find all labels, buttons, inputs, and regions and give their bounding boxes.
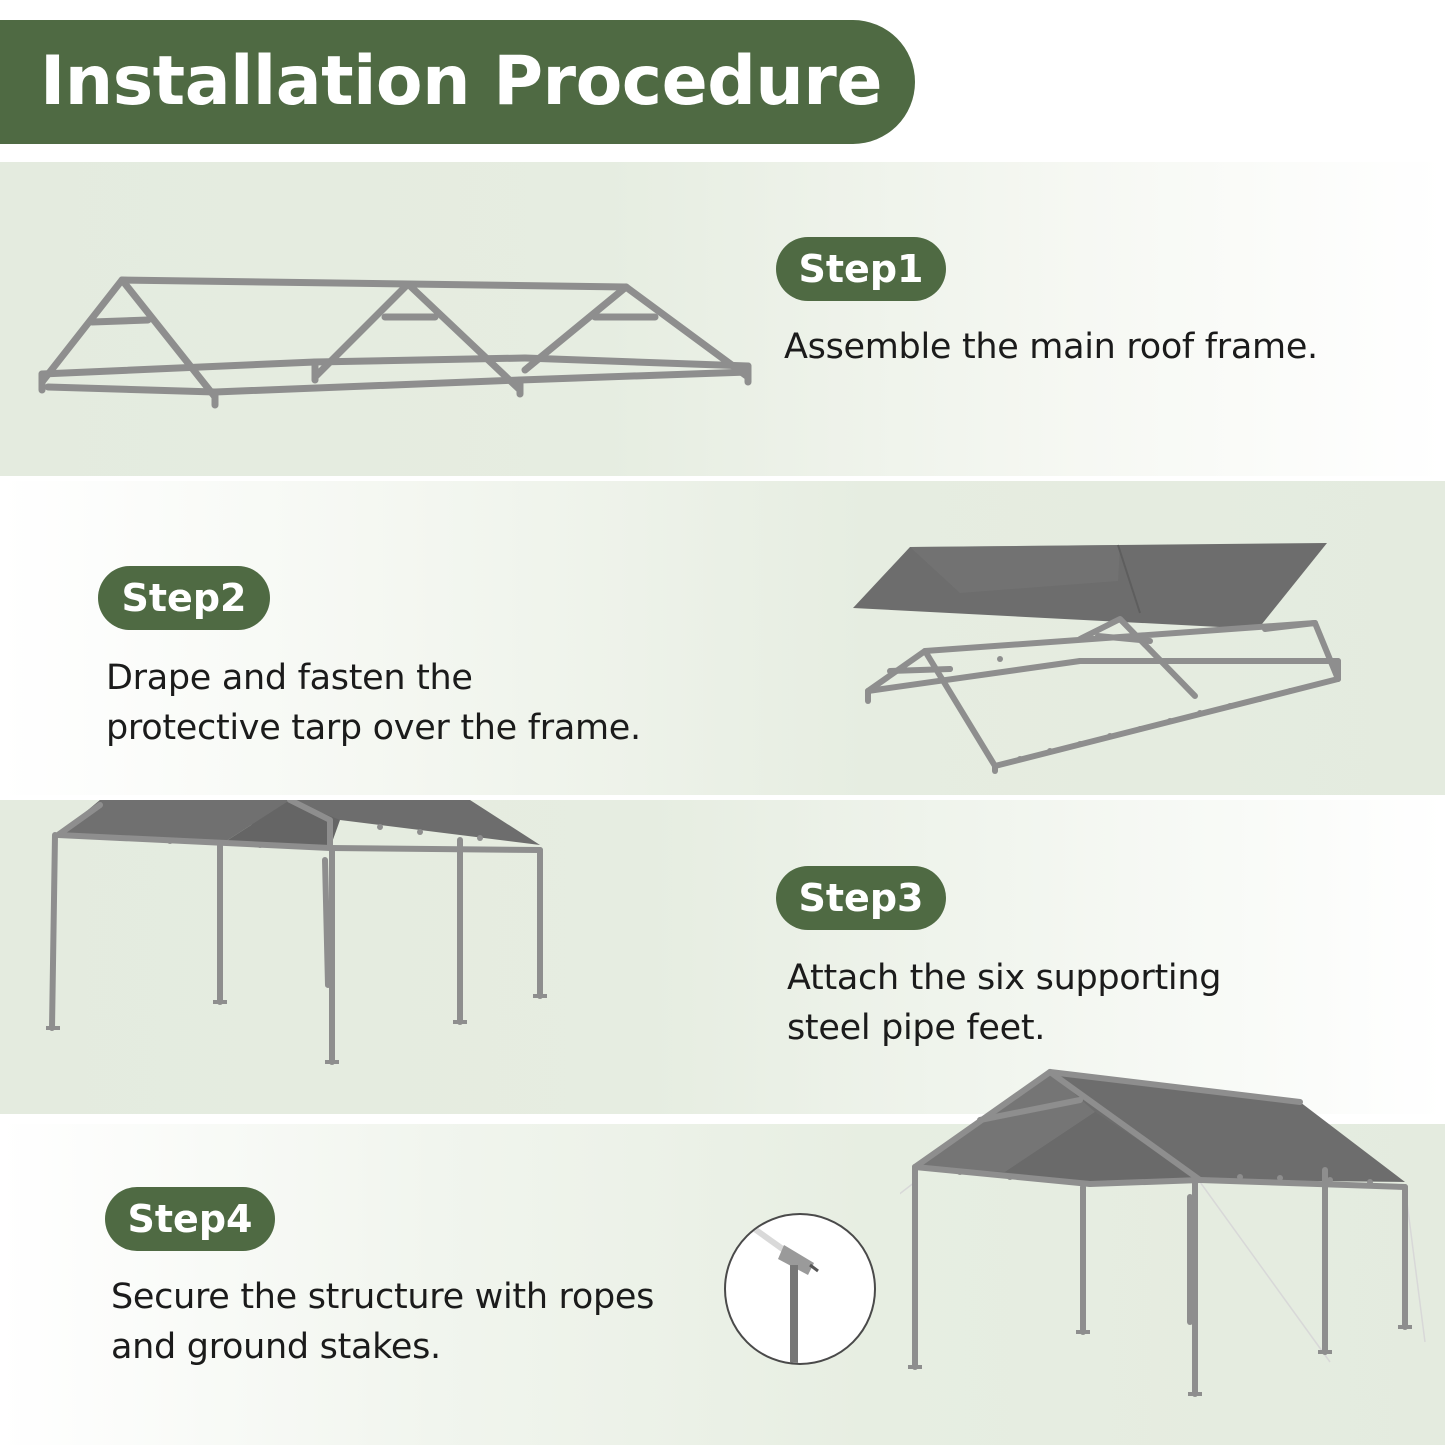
step-4-badge: Step4 [105,1187,275,1251]
step-3-text-line-1: Attach the six supporting [787,958,1222,998]
step-2-badge: Step2 [98,566,270,630]
step-1-panel: Step1 Assemble the main roof frame. [0,162,1445,476]
step-3-text-line-2: steel pipe feet. [787,1008,1046,1048]
canopy-secured-illustration [900,1069,1426,1397]
canopy-legs-illustration [46,800,547,1065]
step-2-text-line-2: protective tarp over the frame. [106,708,641,748]
step-2-text: Drape and fasten the protective tarp ove… [106,653,641,753]
step-1-text: Assemble the main roof frame. [784,322,1318,372]
step-4-text: Secure the structure with ropes and grou… [111,1272,654,1372]
step-2-panel: Step2 Drape and fasten the protective ta… [0,481,1445,795]
step-1-badge: Step1 [776,237,946,301]
step-3-badge: Step3 [776,866,946,930]
step-4-text-line-2: and ground stakes. [111,1327,441,1367]
step-4-text-line-1: Secure the structure with ropes [111,1277,655,1317]
step-1-text-line: Assemble the main roof frame. [784,327,1318,367]
step-3-panel: Step3 Attach the six supporting steel pi… [0,800,1445,1114]
ground-stake-zoom-icon [724,1213,876,1365]
page-title: Installation Procedure [40,42,882,121]
step-3-text: Attach the six supporting steel pipe fee… [787,953,1221,1053]
roof-frame-illustration [38,276,752,409]
step-2-text-line-1: Drape and fasten the [106,658,473,698]
header-banner [0,20,915,144]
ground-stake-icon [729,1215,819,1363]
tarp-frame-illustration [853,543,1341,774]
